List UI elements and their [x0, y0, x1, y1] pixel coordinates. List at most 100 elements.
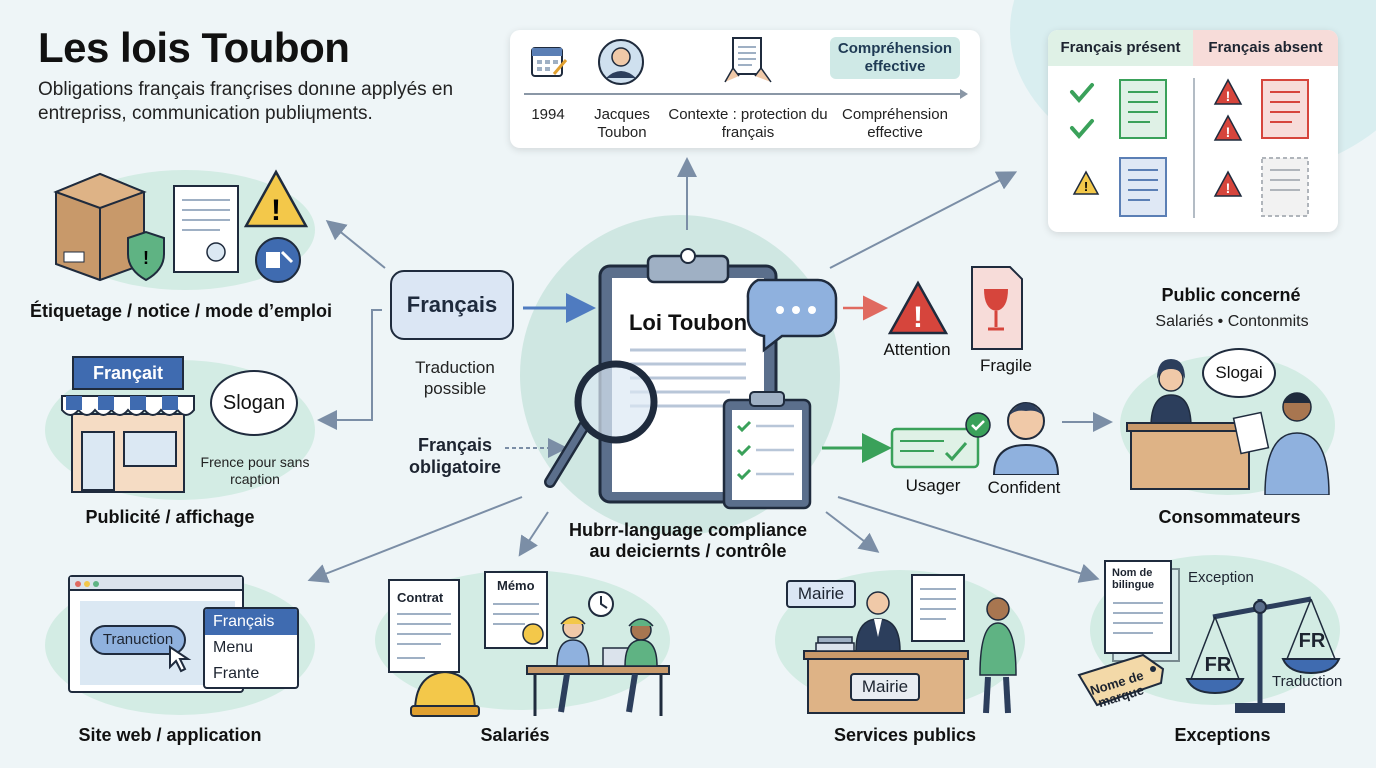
salaries-label: Salariés — [480, 725, 550, 745]
calendar-icon — [531, 47, 568, 77]
francais-obligatoire: Français obligatoire — [408, 435, 501, 477]
traduction-caption: Traduction possible — [415, 358, 495, 398]
site-web-label: Site web / application — [78, 725, 262, 745]
contract-label: Contrat — [397, 590, 444, 605]
services-illustration — [803, 574, 1017, 714]
usager-label: Usager — [905, 476, 961, 495]
ticket-check-icon — [890, 412, 991, 469]
services-publics-label: Services publics — [833, 725, 977, 745]
absent-header: Français absent — [1193, 30, 1338, 66]
exceptions-label: Exceptions — [1174, 725, 1271, 745]
fragile-icon — [971, 266, 1023, 350]
center-caption-1: Hubrr-language compliance — [568, 520, 808, 540]
menu-item-frante[interactable]: Frante — [213, 665, 260, 682]
timeline-label-contexte: Contexte : protection du français — [668, 106, 828, 141]
present-header: Français présent — [1048, 30, 1193, 66]
seller-person-icon — [1150, 359, 1192, 428]
form-document-icon — [911, 574, 965, 642]
comprehension-badge: Compréhension effective — [830, 37, 960, 79]
mairie-sign-desk: Mairie — [850, 673, 920, 701]
exception-text: Exception — [1188, 569, 1254, 586]
svg-text:!: ! — [1226, 180, 1231, 196]
shop-caption: Frence pour sans rcaption — [200, 454, 310, 487]
citizen-person-icon — [979, 597, 1017, 714]
checklist-icon — [722, 391, 812, 510]
bilingual-doc-label: Nom de bilingue — [1112, 567, 1155, 591]
portrait-icon — [598, 39, 644, 85]
page-subtitle: Obligations français françɾises donıne a… — [38, 79, 454, 124]
awning — [61, 395, 195, 416]
red-doc-icon — [1261, 79, 1309, 139]
hard-hat-icon — [410, 670, 480, 717]
clock-icon — [588, 591, 614, 617]
shield-icon: ! — [127, 230, 165, 282]
etiquetage-illustration: ! ! — [53, 169, 309, 283]
usager-icons — [890, 402, 1060, 475]
consommateurs-label: Consommateurs — [1158, 507, 1301, 527]
memo-label: Mémo — [497, 578, 535, 593]
scale-icon — [1185, 596, 1341, 713]
shop-sign: Françait — [72, 356, 184, 390]
timeline-graphics — [524, 37, 968, 99]
confident-label: Confident — [987, 478, 1061, 497]
consommateurs-illustration — [1126, 359, 1330, 495]
brand-tag-icon — [1077, 653, 1165, 707]
francais-bubble: Français — [390, 270, 514, 340]
loi-toubon-clipboard — [544, 248, 838, 510]
public-subtitle: Salariés • Contonmits — [1155, 313, 1309, 330]
books-icon — [815, 636, 855, 652]
memo-document-icon — [484, 571, 548, 649]
salaries-illustration — [388, 571, 670, 717]
attention-icon: ! — [887, 280, 949, 335]
language-menu: Français Menu Frante — [203, 607, 299, 689]
blue-doc-icon — [1119, 157, 1167, 217]
warning-icon: ! — [1072, 170, 1100, 195]
red-warning-icon: ! — [1213, 114, 1243, 141]
check-icon — [1070, 119, 1094, 140]
fragile-label: Fragile — [980, 356, 1032, 375]
grey-doc-icon — [1261, 157, 1309, 217]
loi-toubon-title: Loi Toubon — [628, 310, 748, 335]
timeline-label-comprehension: Compréhension effective — [842, 106, 948, 141]
fr-right-label: FR — [1298, 630, 1326, 652]
receipt-icon — [1232, 411, 1270, 455]
svg-text:!: ! — [1084, 179, 1088, 194]
svg-text:!: ! — [913, 301, 923, 334]
attention-label: Attention — [883, 340, 951, 359]
user-icon — [992, 402, 1060, 475]
warning-icon: ! — [243, 169, 309, 228]
check-icon — [1070, 83, 1094, 104]
red-warning-icon: ! — [1213, 78, 1243, 105]
slogai-bubble: Slogai — [1202, 348, 1276, 398]
mairie-sign-top: Mairie — [786, 580, 856, 608]
instruction-icon — [255, 237, 301, 283]
svg-text:!: ! — [1226, 88, 1231, 104]
box-icon — [53, 172, 147, 282]
comparison-graphics: ! ! ! ! — [1070, 78, 1309, 218]
slogan-bubble: Slogan — [210, 370, 298, 436]
workers-icon — [526, 616, 670, 716]
timeline-label-1994: 1994 — [531, 106, 565, 123]
timeline-label-toubon: Jacques Toubon — [594, 106, 650, 141]
etiquetage-label: Étiquetage / notice / mode d’emploi — [30, 301, 333, 321]
timeline-card: Compréhension effective 1994 Jacques Tou… — [510, 30, 980, 148]
center-caption-2: au deiciernts / contrôle — [589, 541, 787, 561]
svg-text:!: ! — [271, 194, 281, 227]
chat-bubble-icon — [746, 278, 838, 353]
exceptions-illustration — [1077, 560, 1341, 713]
red-warning-icon: ! — [1213, 170, 1243, 197]
document-hands-icon — [724, 37, 772, 83]
magnifier-icon — [544, 360, 658, 488]
official-person-icon — [855, 591, 901, 652]
browser-titlebar — [70, 577, 242, 591]
menu-item-francais[interactable]: Français — [205, 609, 297, 635]
contract-document-icon — [388, 579, 460, 673]
notice-document-icon — [173, 185, 239, 273]
window-controls-icon — [75, 581, 99, 587]
page-title: Les lois Toubon — [38, 24, 350, 71]
green-doc-icon — [1119, 79, 1167, 139]
menu-item-menu[interactable]: Menu — [213, 639, 254, 656]
publicite-label: Publicité / affichage — [85, 507, 255, 527]
cursor-icon — [169, 645, 192, 673]
